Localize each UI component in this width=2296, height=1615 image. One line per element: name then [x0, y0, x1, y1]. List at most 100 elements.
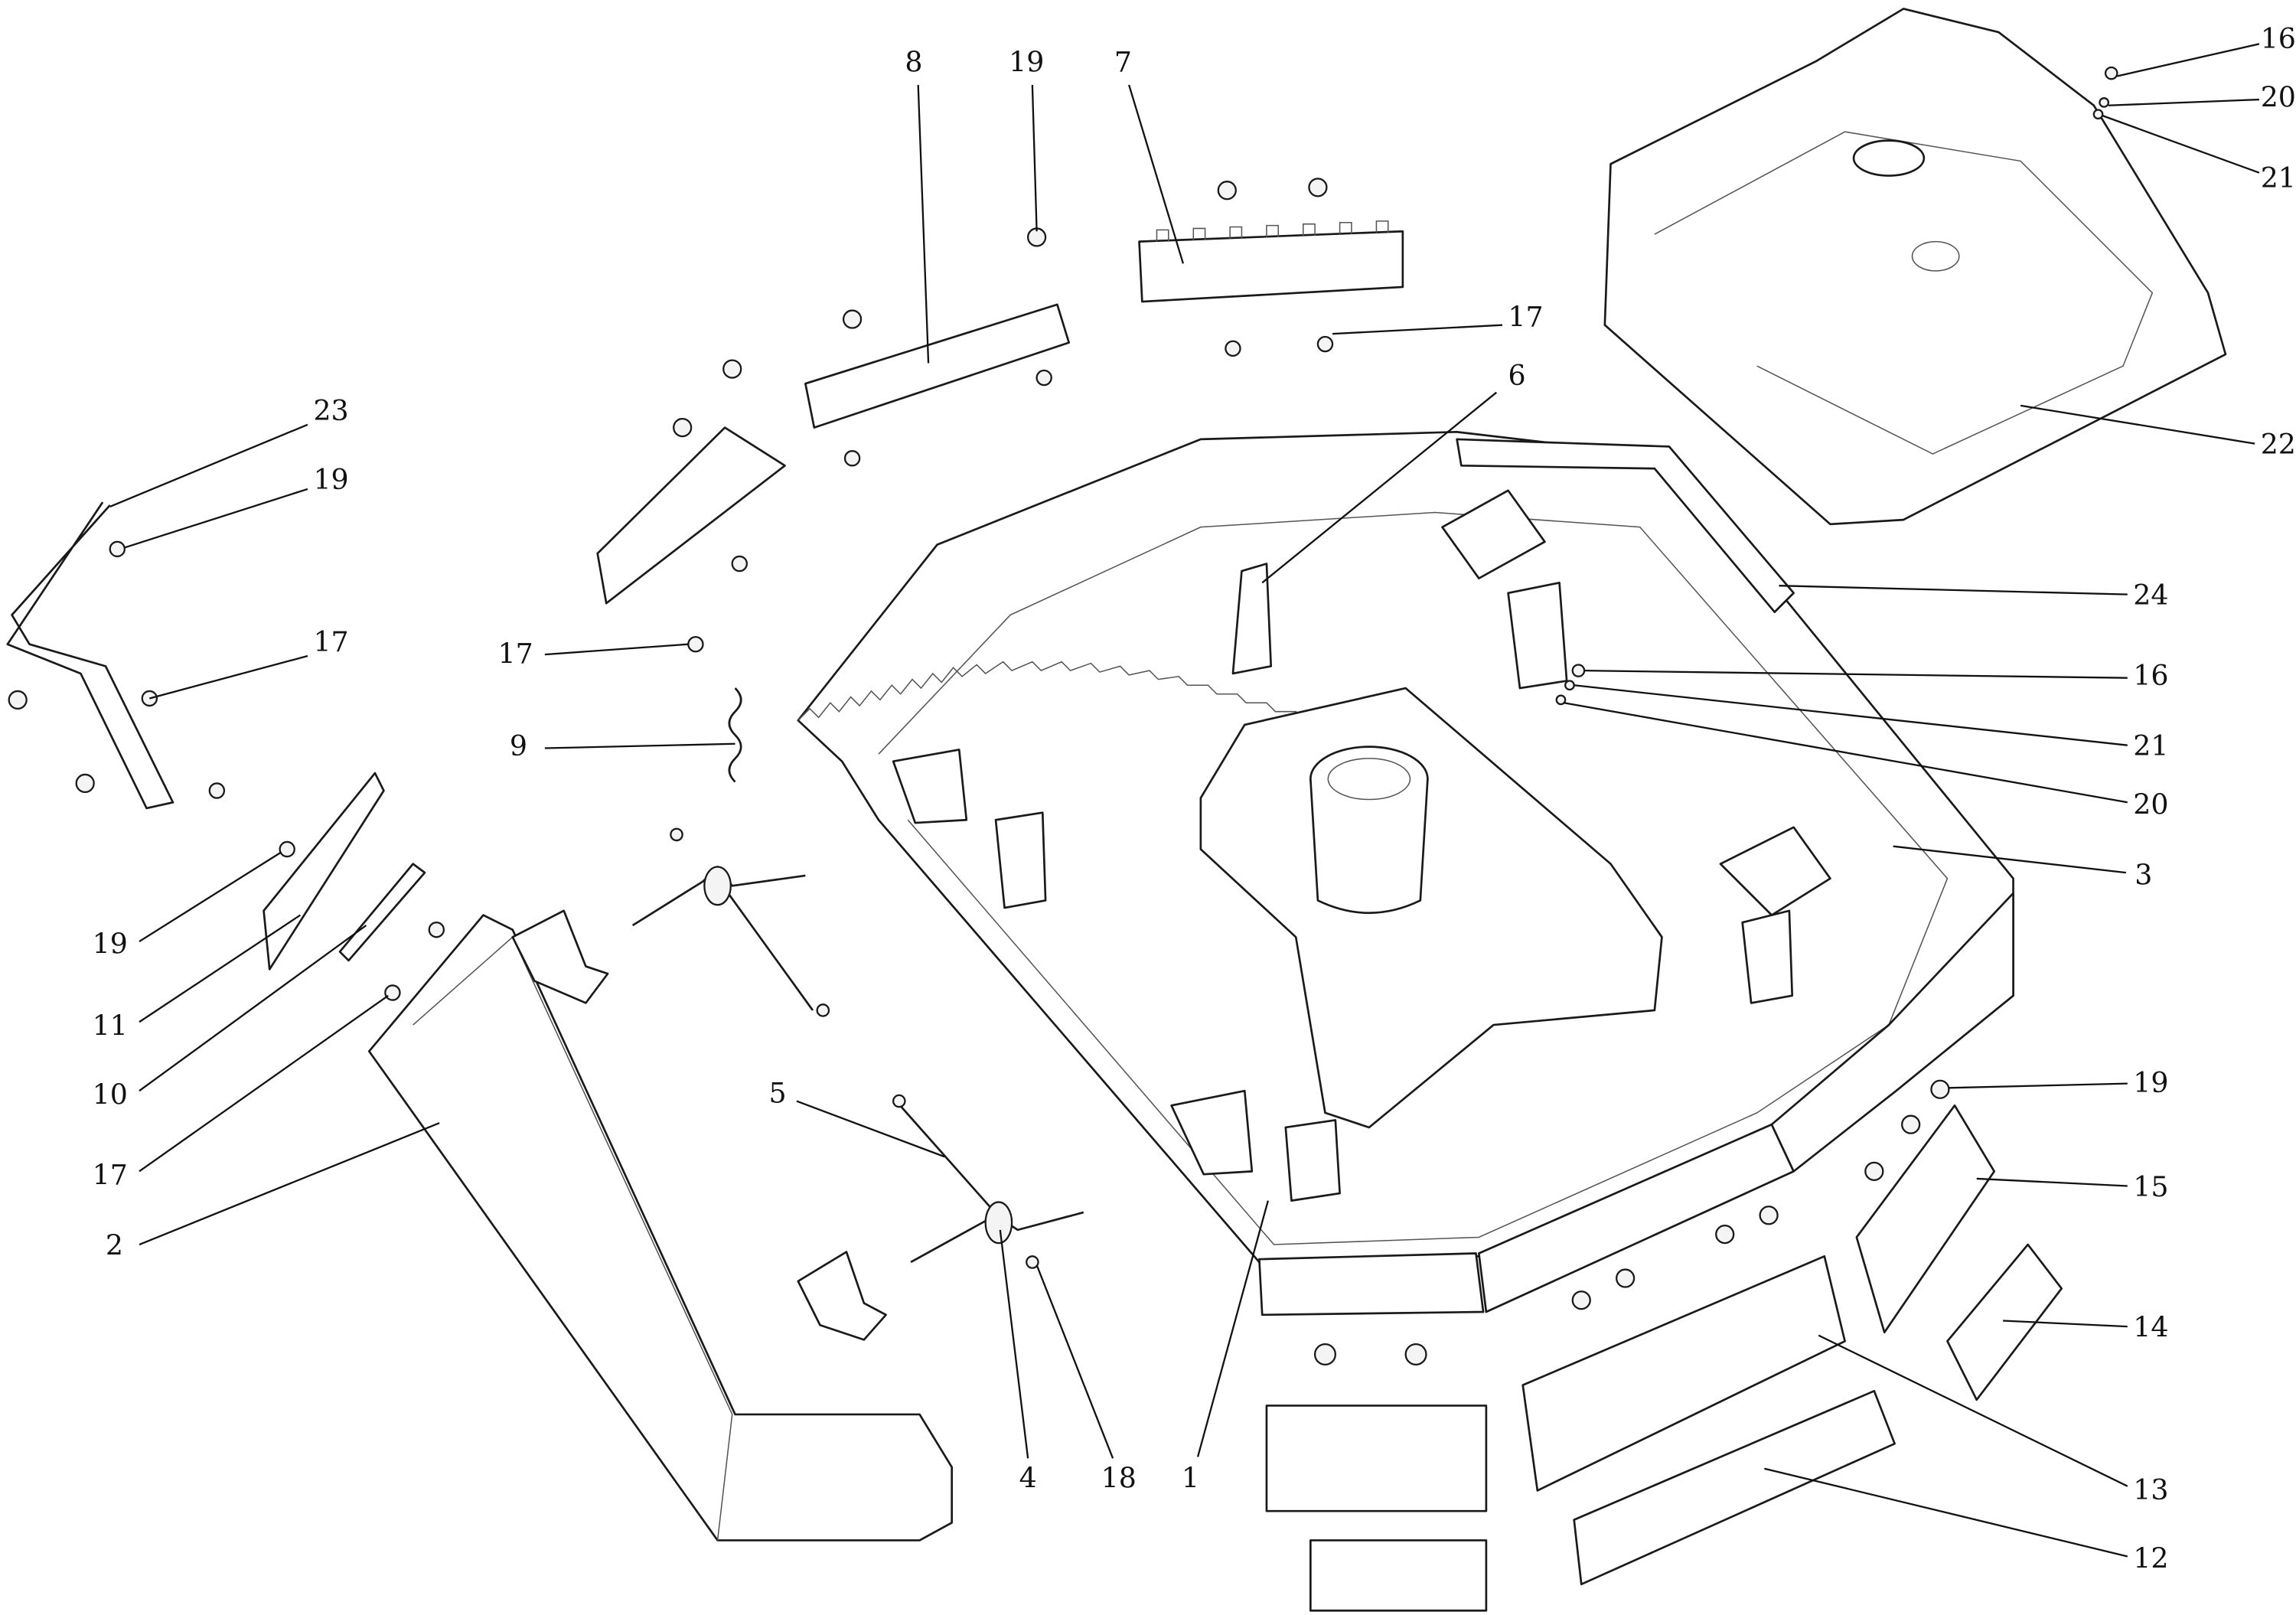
bolt-icon	[1571, 664, 1586, 677]
spring-bracket-top	[1441, 489, 1546, 579]
deck-corner-skirt	[1770, 892, 2014, 1173]
clip-icon	[816, 1003, 830, 1017]
bolt-icon	[1316, 335, 1334, 353]
callout-19: 19	[1009, 46, 1044, 79]
hardware	[8, 66, 2118, 1366]
leader-line	[1764, 1467, 2128, 1558]
leader-line	[999, 1229, 1029, 1459]
part-bottom-plate	[1265, 1405, 1488, 1512]
hinge-left-front	[1170, 1089, 1254, 1176]
clip-icon	[892, 1094, 906, 1108]
callout-18: 18	[1101, 1462, 1137, 1495]
bolt-icon	[208, 782, 226, 799]
deflector-arm-24	[1456, 438, 1795, 613]
deck-cover	[1603, 8, 2227, 526]
leader-line	[124, 488, 308, 549]
callout-24: 24	[2133, 579, 2168, 612]
callout-19: 19	[93, 927, 128, 960]
deck-serrated-edge	[797, 661, 1355, 730]
bolt-icon	[1901, 1114, 1921, 1134]
leader-line	[2102, 115, 2260, 174]
part-14-plate	[1946, 1243, 2063, 1401]
nut-icon	[1313, 1343, 1337, 1366]
nut-icon	[279, 840, 295, 858]
cover-spindle-opening	[1852, 139, 1926, 177]
leader-line	[1779, 585, 2128, 595]
leader-line	[544, 742, 735, 749]
nut-icon	[1759, 1206, 1779, 1225]
leader-line	[2117, 43, 2260, 77]
nut-icon	[75, 773, 95, 794]
part-2-bracket-bottom	[797, 1251, 887, 1341]
callout-13: 13	[2133, 1473, 2168, 1506]
spring-coil-upper	[703, 866, 732, 906]
bolt-icon	[731, 555, 748, 573]
callout-8: 8	[905, 46, 922, 79]
leader-line	[1128, 84, 1185, 264]
leader-line	[2108, 98, 2259, 106]
leader-line	[1584, 669, 2128, 679]
leader-line	[1564, 702, 2128, 804]
callout-17: 17	[497, 638, 533, 670]
callout-19: 19	[2133, 1066, 2168, 1099]
leader-line	[796, 1100, 945, 1158]
callout-20: 20	[2133, 788, 2168, 821]
leader-line	[139, 851, 282, 943]
callout-20: 20	[2261, 81, 2296, 114]
callout-6: 6	[1508, 359, 1526, 392]
part-small-plate	[1309, 1539, 1488, 1612]
callout-4: 4	[1019, 1462, 1037, 1495]
callout-16: 16	[2133, 659, 2168, 692]
leader-lines	[109, 43, 2260, 1558]
callout-21: 21	[2261, 162, 2296, 194]
callout-21: 21	[2133, 729, 2168, 762]
part-10-plate	[338, 863, 426, 962]
leader-line	[1893, 845, 2126, 874]
part-7-blade-strip	[1138, 230, 1404, 303]
bolt-icon	[1864, 1161, 1884, 1181]
part-2-side-skirt	[367, 914, 954, 1542]
leader-line	[1196, 1200, 1269, 1457]
washer-icon	[1555, 694, 1567, 706]
callout-22: 22	[2261, 428, 2296, 461]
part-8-blade-strip	[804, 303, 1071, 429]
nut-icon	[842, 309, 863, 329]
callout-11: 11	[93, 1009, 128, 1042]
support-bracket-6	[1231, 563, 1273, 675]
part-12-plate	[1573, 1389, 1896, 1586]
leader-line	[2020, 404, 2255, 445]
callout-3: 3	[2135, 858, 2152, 891]
bolt-icon	[1715, 1225, 1735, 1245]
bolt-icon	[1035, 369, 1052, 387]
leader-line	[1818, 1334, 2128, 1487]
bolt-icon	[1225, 340, 1241, 357]
callouts: 8 19 7 16 20 21 17 6 23 19 22 24 17 17 1…	[93, 22, 2296, 1575]
nut-icon	[1217, 181, 1237, 201]
leader-line	[544, 643, 689, 656]
callout-5: 5	[768, 1076, 786, 1109]
leader-line	[1332, 324, 1502, 335]
nut-icon	[8, 690, 28, 710]
bolt-icon	[1571, 1290, 1591, 1310]
deck-inner-edge	[878, 511, 1949, 1245]
leader-line	[139, 994, 389, 1173]
deck-assembly	[797, 430, 2014, 1316]
part-2-bracket-top	[511, 909, 609, 1004]
pivot-block-rear	[994, 811, 1047, 909]
cover-spindle-opening-lower	[1911, 240, 1960, 272]
callout-1: 1	[1182, 1462, 1199, 1495]
part-15-plate	[1855, 1104, 1996, 1334]
washer-icon	[2099, 97, 2110, 108]
leader-line	[2003, 1320, 2128, 1328]
callout-2: 2	[106, 1228, 123, 1261]
washer-icon	[1564, 680, 1575, 691]
nut-icon	[1930, 1079, 1950, 1099]
spindle-hub-bore	[1327, 758, 1411, 801]
nut-icon	[1616, 1268, 1636, 1288]
leader-line	[1949, 1082, 2128, 1089]
callout-16: 16	[2261, 22, 2296, 55]
bolt-icon	[428, 922, 445, 938]
loose-parts	[6, 220, 2063, 1612]
bolt-icon	[687, 635, 704, 653]
